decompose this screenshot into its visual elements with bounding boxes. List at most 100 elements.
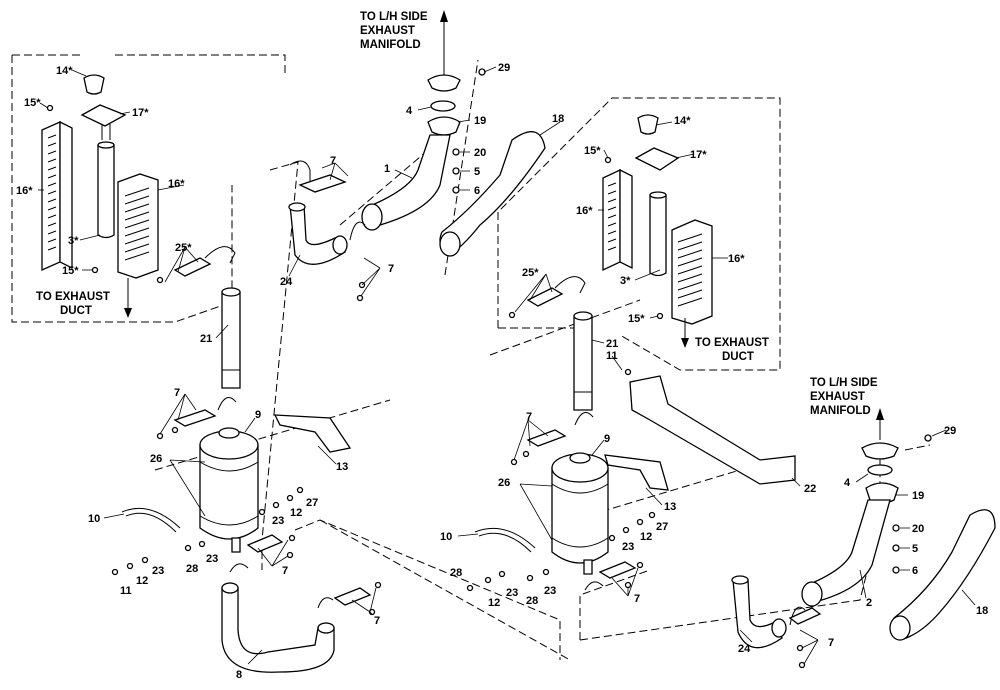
mount-plate-right (634, 147, 680, 171)
flange-right (861, 442, 899, 460)
left-heat-shield-assembly (41, 74, 236, 318)
callout-12: 12 (488, 597, 500, 609)
callout-6: 6 (912, 565, 918, 577)
elbow-24-right (732, 579, 783, 649)
callout-20: 20 (912, 523, 924, 535)
callout-5: 5 (912, 543, 918, 555)
callout-16: 16* (168, 178, 185, 190)
callout-28: 28 (450, 567, 462, 579)
callout-15: 15* (62, 265, 79, 277)
callout-10: 10 (88, 513, 100, 525)
callout-3: 3* (620, 275, 631, 287)
heat-guard-right-b (671, 219, 713, 325)
callout-7: 7 (634, 593, 640, 605)
callout-18: 18 (976, 605, 988, 617)
callout-29: 29 (944, 425, 956, 437)
callout-9: 9 (255, 409, 261, 421)
muffler-right (649, 191, 667, 277)
callout-11: 11 (120, 585, 132, 597)
note-right-manifold: TO L/H SIDE EXHAUST MANIFOLD (810, 377, 878, 417)
callout-21: 21 (200, 333, 212, 345)
svg-text:TO EXHAUST: TO EXHAUST (36, 291, 110, 303)
callout-7: 7 (388, 263, 394, 275)
callout-22: 22 (804, 483, 816, 495)
callout-29: 29 (498, 62, 510, 74)
callout-19: 19 (912, 490, 924, 502)
rain-cap-right (637, 114, 659, 135)
callout-13: 13 (664, 501, 676, 513)
callout-11: 11 (606, 350, 618, 362)
callout-7: 7 (374, 615, 380, 627)
callout-13: 13 (336, 461, 348, 473)
callout-24: 24 (738, 643, 751, 655)
callout-21: 21 (606, 338, 618, 350)
callout-23: 23 (206, 553, 218, 565)
callout-26: 26 (150, 453, 162, 465)
callout-7: 7 (526, 411, 532, 423)
callout-24: 24 (280, 276, 293, 288)
heat-guard-left-b (117, 173, 159, 279)
callout-16: 16* (16, 185, 33, 197)
callout-2: 2 (866, 597, 872, 609)
callout-1: 1 (384, 163, 390, 175)
callout-28: 28 (526, 595, 538, 607)
note-left-duct: TO EXHAUST DUCT (36, 291, 110, 317)
callout-4: 4 (844, 477, 851, 489)
callout-27: 27 (656, 521, 668, 533)
callout-12: 12 (640, 531, 652, 543)
svg-text:TO L/H SIDE: TO L/H SIDE (810, 377, 878, 389)
svg-text:EXHAUST: EXHAUST (360, 25, 415, 37)
pipe-8 (221, 587, 335, 673)
heat-shield-18-top (439, 131, 546, 256)
svg-text:DUCT: DUCT (60, 305, 92, 317)
callout-17: 17* (690, 149, 707, 161)
assembly-outline-lines (11, 54, 931, 661)
callout-28: 28 (186, 563, 198, 575)
callout-4: 4 (406, 105, 413, 117)
callout-23: 23 (506, 587, 518, 599)
callout-15: 15* (628, 313, 645, 325)
note-top-manifold: TO L/H SIDE EXHAUST MANIFOLD (360, 11, 428, 51)
bracket-13-right (604, 454, 669, 491)
flange-top (427, 74, 461, 92)
leader-lines (38, 66, 976, 665)
exhaust-pipe-1-group (361, 10, 546, 257)
left-lower-muffler-group (111, 287, 382, 673)
callout-23: 23 (622, 541, 634, 553)
right-heat-shield-assembly (508, 114, 713, 348)
callout-23: 23 (152, 565, 164, 577)
callout-16: 16* (728, 253, 745, 265)
callout-15: 15* (584, 145, 601, 157)
callout-12: 12 (136, 575, 148, 587)
rain-cap-left (83, 74, 105, 95)
callout-5: 5 (474, 166, 480, 178)
callout-18: 18 (552, 113, 564, 125)
pipe-21-left (221, 291, 241, 389)
callout-15: 15* (24, 97, 41, 109)
callout-19: 19 (474, 115, 486, 127)
callout-7: 7 (828, 637, 834, 649)
callout-7: 7 (174, 387, 180, 399)
callout-10: 10 (440, 531, 452, 543)
svg-text:MANIFOLD: MANIFOLD (360, 39, 421, 51)
callout-6: 6 (474, 185, 480, 197)
svg-text:TO EXHAUST: TO EXHAUST (695, 337, 769, 349)
callout-3: 3* (68, 235, 79, 247)
note-right-duct: TO EXHAUST DUCT (695, 337, 769, 363)
callout-9: 9 (604, 433, 610, 445)
callout-23: 23 (544, 585, 556, 597)
callout-12: 12 (290, 507, 302, 519)
bracket-13-left (273, 414, 352, 453)
svg-text:MANIFOLD: MANIFOLD (810, 405, 871, 417)
heat-guard-left-a (41, 120, 61, 272)
svg-text:TO L/H SIDE: TO L/H SIDE (360, 11, 428, 23)
callout-27: 27 (306, 497, 318, 509)
callout-17: 17* (132, 107, 149, 119)
callout-23: 23 (272, 515, 284, 527)
gasket-4-right (867, 464, 893, 476)
muffler-left (97, 141, 115, 239)
callout-14: 14* (674, 115, 691, 127)
heat-shield-18-right (891, 509, 996, 641)
